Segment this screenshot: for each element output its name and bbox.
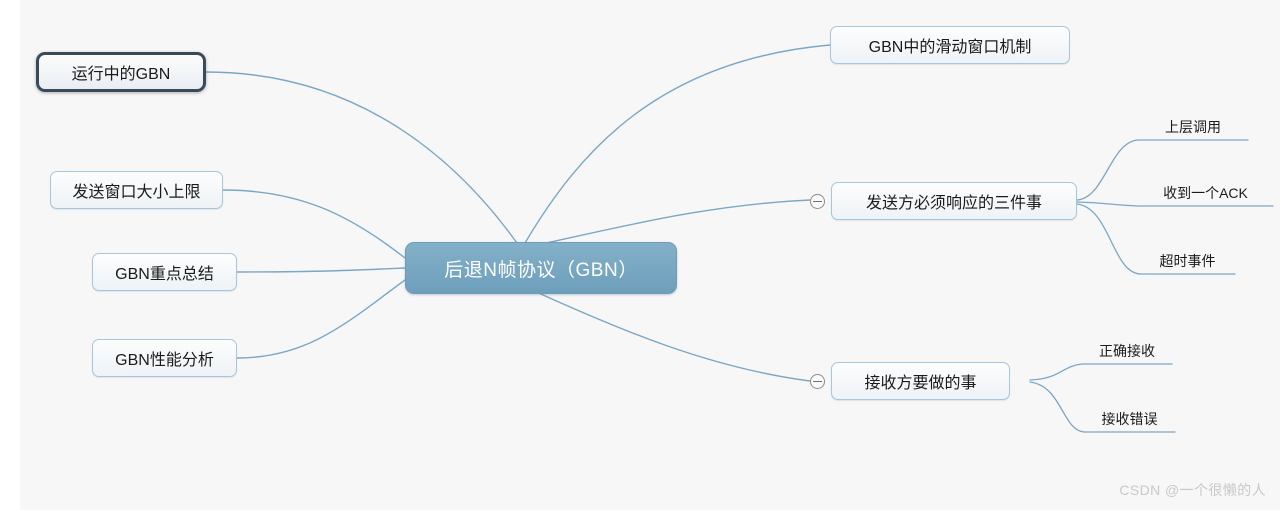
connector-root-to-sender	[531, 199, 811, 247]
node-sliding-window[interactable]: GBN中的滑动窗口机制	[830, 26, 1070, 64]
connector-root-to-receiver	[531, 289, 811, 382]
node-upper-call[interactable]: 上层调用	[1138, 116, 1248, 138]
node-gbn-summary[interactable]: GBN重点总结	[92, 253, 237, 291]
root-node-label: 后退N帧协议（GBN）	[444, 259, 638, 281]
mindmap-canvas[interactable]: 后退N帧协议（GBN） 运行中的GBN 发送窗口大小上限 GBN重点总结 GBN…	[20, 0, 1280, 510]
node-receive-error[interactable]: 接收错误	[1084, 408, 1175, 430]
connector-sender-to-timeout	[1076, 203, 1141, 275]
node-gbn-performance-label: GBN性能分析	[115, 352, 214, 369]
node-receiver-tasks-label: 接收方要做的事	[864, 375, 977, 392]
node-receiver-tasks[interactable]: 接收方要做的事	[831, 362, 1010, 400]
watermark-text: CSDN @一个很懒的人	[1119, 482, 1266, 498]
node-receive-ack[interactable]: 收到一个ACK	[1138, 182, 1273, 204]
connector-root-to-gbn-performance	[236, 279, 406, 359]
connector-sender-to-upper-call	[1076, 139, 1139, 201]
node-correct-receive-label: 正确接收	[1099, 343, 1155, 359]
node-sliding-window-label: GBN中的滑动窗口机制	[868, 39, 1032, 56]
connector-root-to-running-gbn	[205, 71, 518, 244]
node-timeout-event-label: 超时事件	[1159, 253, 1216, 269]
node-gbn-summary-label: GBN重点总结	[115, 266, 214, 283]
node-receive-error-label: 接收错误	[1101, 411, 1158, 427]
connector-root-to-gbn-summary	[236, 267, 406, 273]
connector-receiver-to-correct-receive	[1029, 363, 1083, 381]
root-node[interactable]: 后退N帧协议（GBN）	[405, 242, 677, 294]
node-running-gbn-label: 运行中的GBN	[71, 66, 171, 83]
watermark: CSDN @一个很懒的人	[1119, 480, 1266, 500]
node-receive-ack-label: 收到一个ACK	[1163, 185, 1248, 201]
node-timeout-event[interactable]: 超时事件	[1140, 250, 1235, 272]
node-upper-call-label: 上层调用	[1165, 119, 1221, 135]
node-running-gbn[interactable]: 运行中的GBN	[36, 52, 206, 92]
node-gbn-performance[interactable]: GBN性能分析	[92, 339, 237, 377]
connector-root-to-send-window-limit	[222, 189, 406, 259]
node-correct-receive[interactable]: 正确接收	[1082, 340, 1172, 362]
node-sender-three-things-label: 发送方必须响应的三件事	[865, 195, 1042, 212]
connector-root-to-sliding-window	[524, 44, 831, 244]
connector-receiver-to-receive-error	[1029, 381, 1085, 433]
collapse-toggle-receiver-icon[interactable]	[810, 374, 825, 389]
node-sender-three-things[interactable]: 发送方必须响应的三件事	[831, 182, 1077, 220]
collapse-toggle-sender-icon[interactable]	[810, 194, 825, 209]
node-send-window-limit-label: 发送窗口大小上限	[72, 184, 201, 201]
connector-sender-to-ack	[1076, 201, 1139, 207]
node-send-window-limit[interactable]: 发送窗口大小上限	[50, 171, 223, 209]
